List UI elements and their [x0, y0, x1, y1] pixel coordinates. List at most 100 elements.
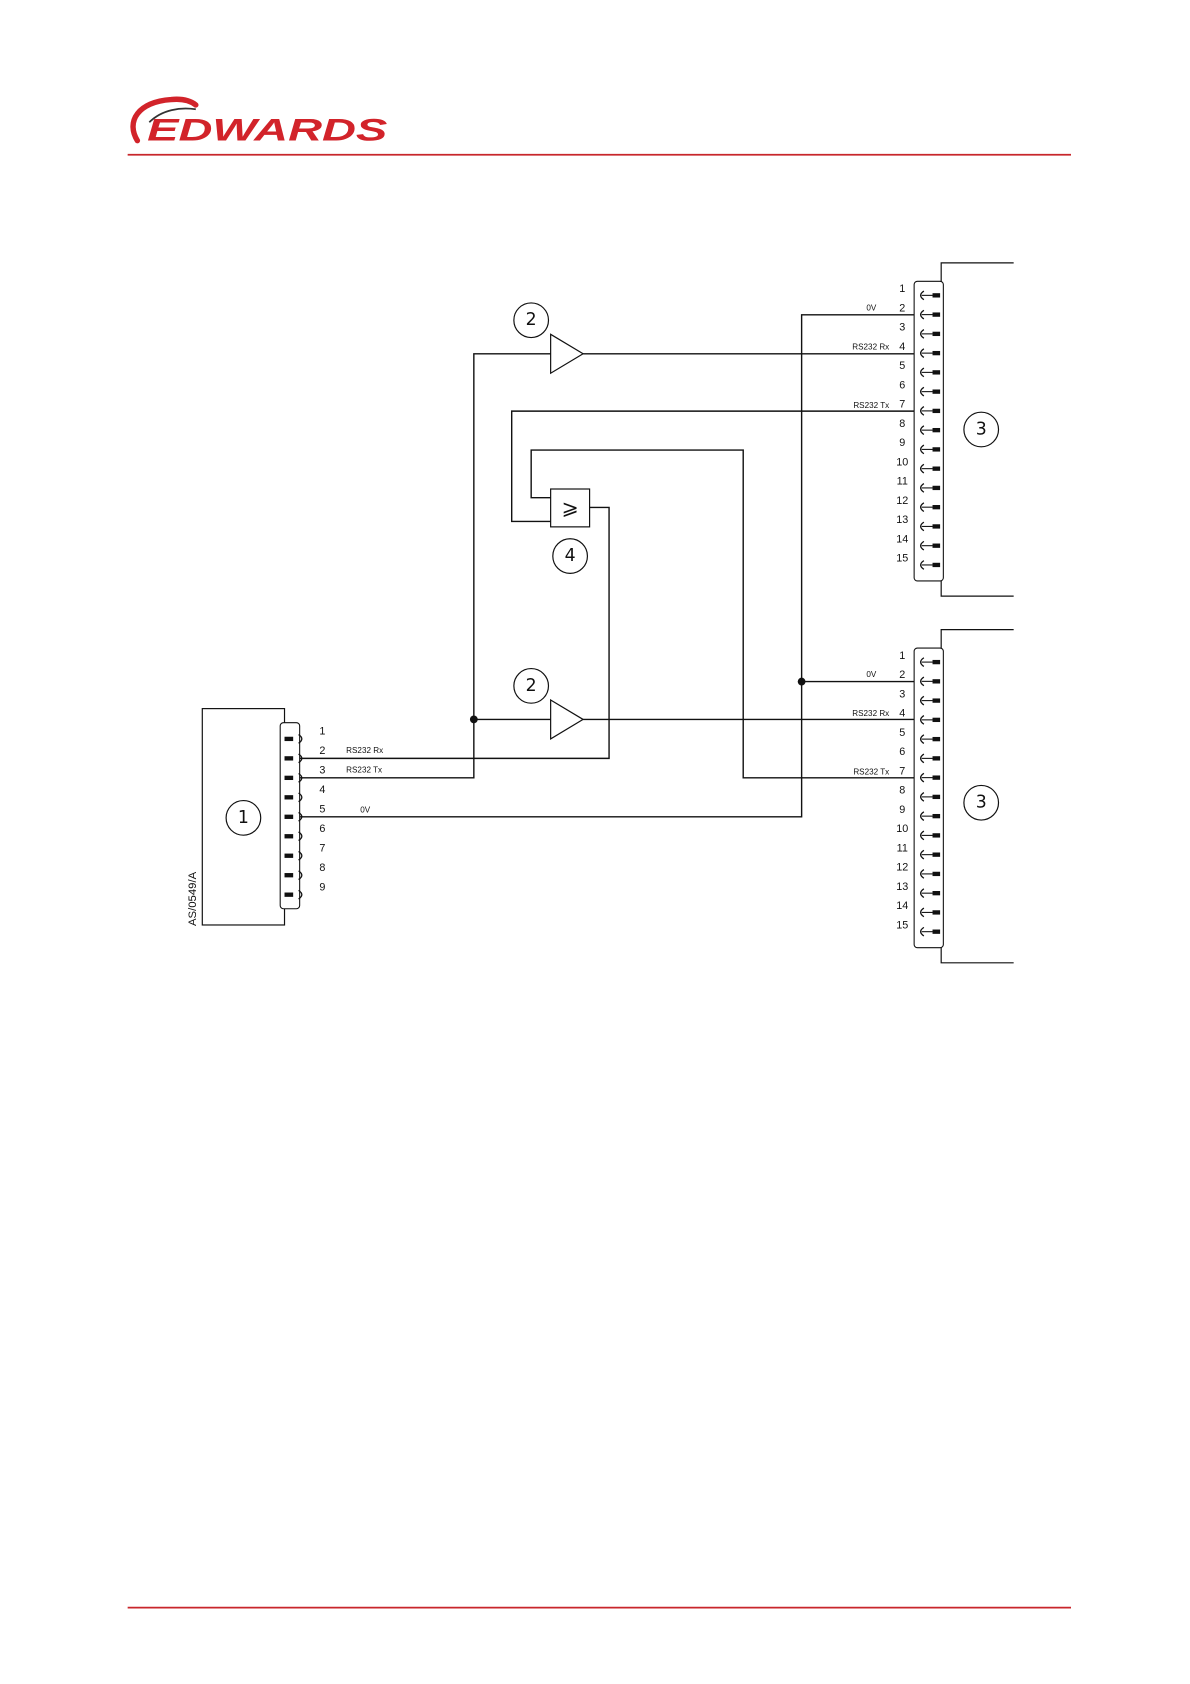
pin-label: 4 [319, 784, 325, 796]
pin-label: 11 [897, 476, 908, 488]
pin-label: 1 [899, 650, 905, 662]
pin-label: 4 [899, 341, 905, 353]
pin-label: 3 [899, 322, 905, 334]
pin-label: 1 [319, 726, 325, 738]
pin-label: 15 [896, 919, 908, 931]
pin-contact-icon [933, 718, 941, 722]
pin-label: 7 [899, 765, 905, 777]
pin-contact-icon [933, 833, 941, 837]
pin-contact-icon [933, 563, 941, 567]
pin-label: 12 [896, 862, 908, 874]
pin-label: 14 [896, 900, 908, 912]
pin-contact-icon [285, 795, 294, 799]
pin-contact-icon [933, 910, 941, 914]
wire-c1-tx-to-amplifiers [300, 354, 551, 778]
pin-contact-icon [933, 332, 941, 336]
edwards-logo: EDWARDS [133, 99, 387, 147]
pin-contact-icon [285, 776, 294, 780]
c3-top-rx-label: RS232 Rx [852, 342, 889, 351]
pin-label: 8 [319, 862, 325, 874]
pin-contact-icon [933, 872, 941, 876]
pin-label: 6 [899, 379, 905, 391]
pin-contact-icon [933, 312, 941, 316]
junction-0v [798, 678, 806, 686]
amplifier-bottom-triangle [551, 700, 583, 739]
gate-4-symbol: ⩾ [562, 495, 579, 519]
pin-label: 1 [899, 283, 905, 295]
pin-label: 7 [899, 399, 905, 411]
pin-contact-icon [933, 852, 941, 856]
callout-4: 4 [565, 546, 576, 566]
pin-label: 10 [896, 823, 908, 835]
pin-contact-icon [933, 891, 941, 895]
callout-1: 1 [238, 808, 249, 828]
pin-contact-icon [933, 505, 941, 509]
pin-contact-icon [933, 389, 941, 393]
pin-contact-icon [285, 854, 294, 858]
pin-contact-icon [933, 930, 941, 934]
callout-3-top: 3 [976, 420, 987, 440]
wiring [300, 315, 920, 817]
pin-contact-icon [933, 737, 941, 741]
pin-label: 15 [896, 553, 908, 565]
pin-contact-icon [933, 756, 941, 760]
pin-contact-icon [285, 737, 294, 741]
pin-contact-icon [933, 698, 941, 702]
pin-contact-icon [933, 679, 941, 683]
pin-label: 3 [319, 765, 325, 777]
callout-2-top: 2 [526, 310, 537, 330]
junction-tx [470, 716, 478, 724]
pin-label: 7 [319, 842, 325, 854]
amplifier-top-triangle [551, 334, 583, 373]
pin-contact-icon [933, 370, 941, 374]
c1-0v-label: 0V [360, 805, 371, 814]
c3-bottom-tx-label: RS232 Tx [853, 768, 889, 777]
c3-bottom-0v-label: 0V [866, 670, 877, 679]
callout-3-bottom: 3 [976, 793, 987, 813]
pin-contact-icon [933, 409, 941, 413]
pin-label: 2 [899, 302, 905, 314]
c3-top-tx-label: RS232 Tx [853, 401, 889, 410]
header: EDWARDS [128, 99, 1071, 154]
pin-label: 2 [319, 745, 325, 757]
c1-tx-label: RS232 Tx [346, 765, 382, 774]
pin-label: 9 [319, 881, 325, 893]
pin-contact-icon [933, 428, 941, 432]
pin-contact-icon [933, 795, 941, 799]
pin-contact-icon [933, 660, 941, 664]
c3-top-0v-label: 0V [866, 304, 877, 313]
pin-label: 13 [896, 514, 908, 526]
pin-label: 8 [899, 785, 905, 797]
pin-label: 6 [899, 746, 905, 758]
pin-label: 6 [319, 823, 325, 835]
amplifier-bottom: 2 [514, 669, 583, 739]
pin-contact-icon [933, 814, 941, 818]
pin-label: 10 [896, 456, 908, 468]
pin-label: 14 [896, 533, 908, 545]
pin-contact-icon [285, 873, 294, 877]
callout-2-bottom: 2 [526, 676, 537, 696]
pin-contact-icon [933, 524, 941, 528]
pin-contact-icon [285, 893, 294, 897]
pin-label: 12 [896, 495, 908, 507]
pin-label: 9 [899, 437, 905, 449]
pin-label: 2 [899, 669, 905, 681]
pin-label: 4 [899, 708, 905, 720]
pin-label: 9 [899, 804, 905, 816]
pin-contact-icon [285, 756, 294, 760]
logo-text: EDWARDS [147, 113, 387, 148]
pin-label: 8 [899, 418, 905, 430]
pin-contact-icon [933, 775, 941, 779]
drawing-ref: AS/0549/A [187, 871, 199, 926]
pin-label: 3 [899, 688, 905, 700]
amplifier-top: 2 [514, 303, 583, 373]
pin-contact-icon [933, 467, 941, 471]
c3-bottom-rx-label: RS232 Rx [852, 709, 889, 718]
pin-contact-icon [933, 486, 941, 490]
pin-contact-icon [285, 834, 294, 838]
pin-contact-icon [933, 293, 941, 297]
gate-4: ⩾ 4 [551, 489, 590, 573]
